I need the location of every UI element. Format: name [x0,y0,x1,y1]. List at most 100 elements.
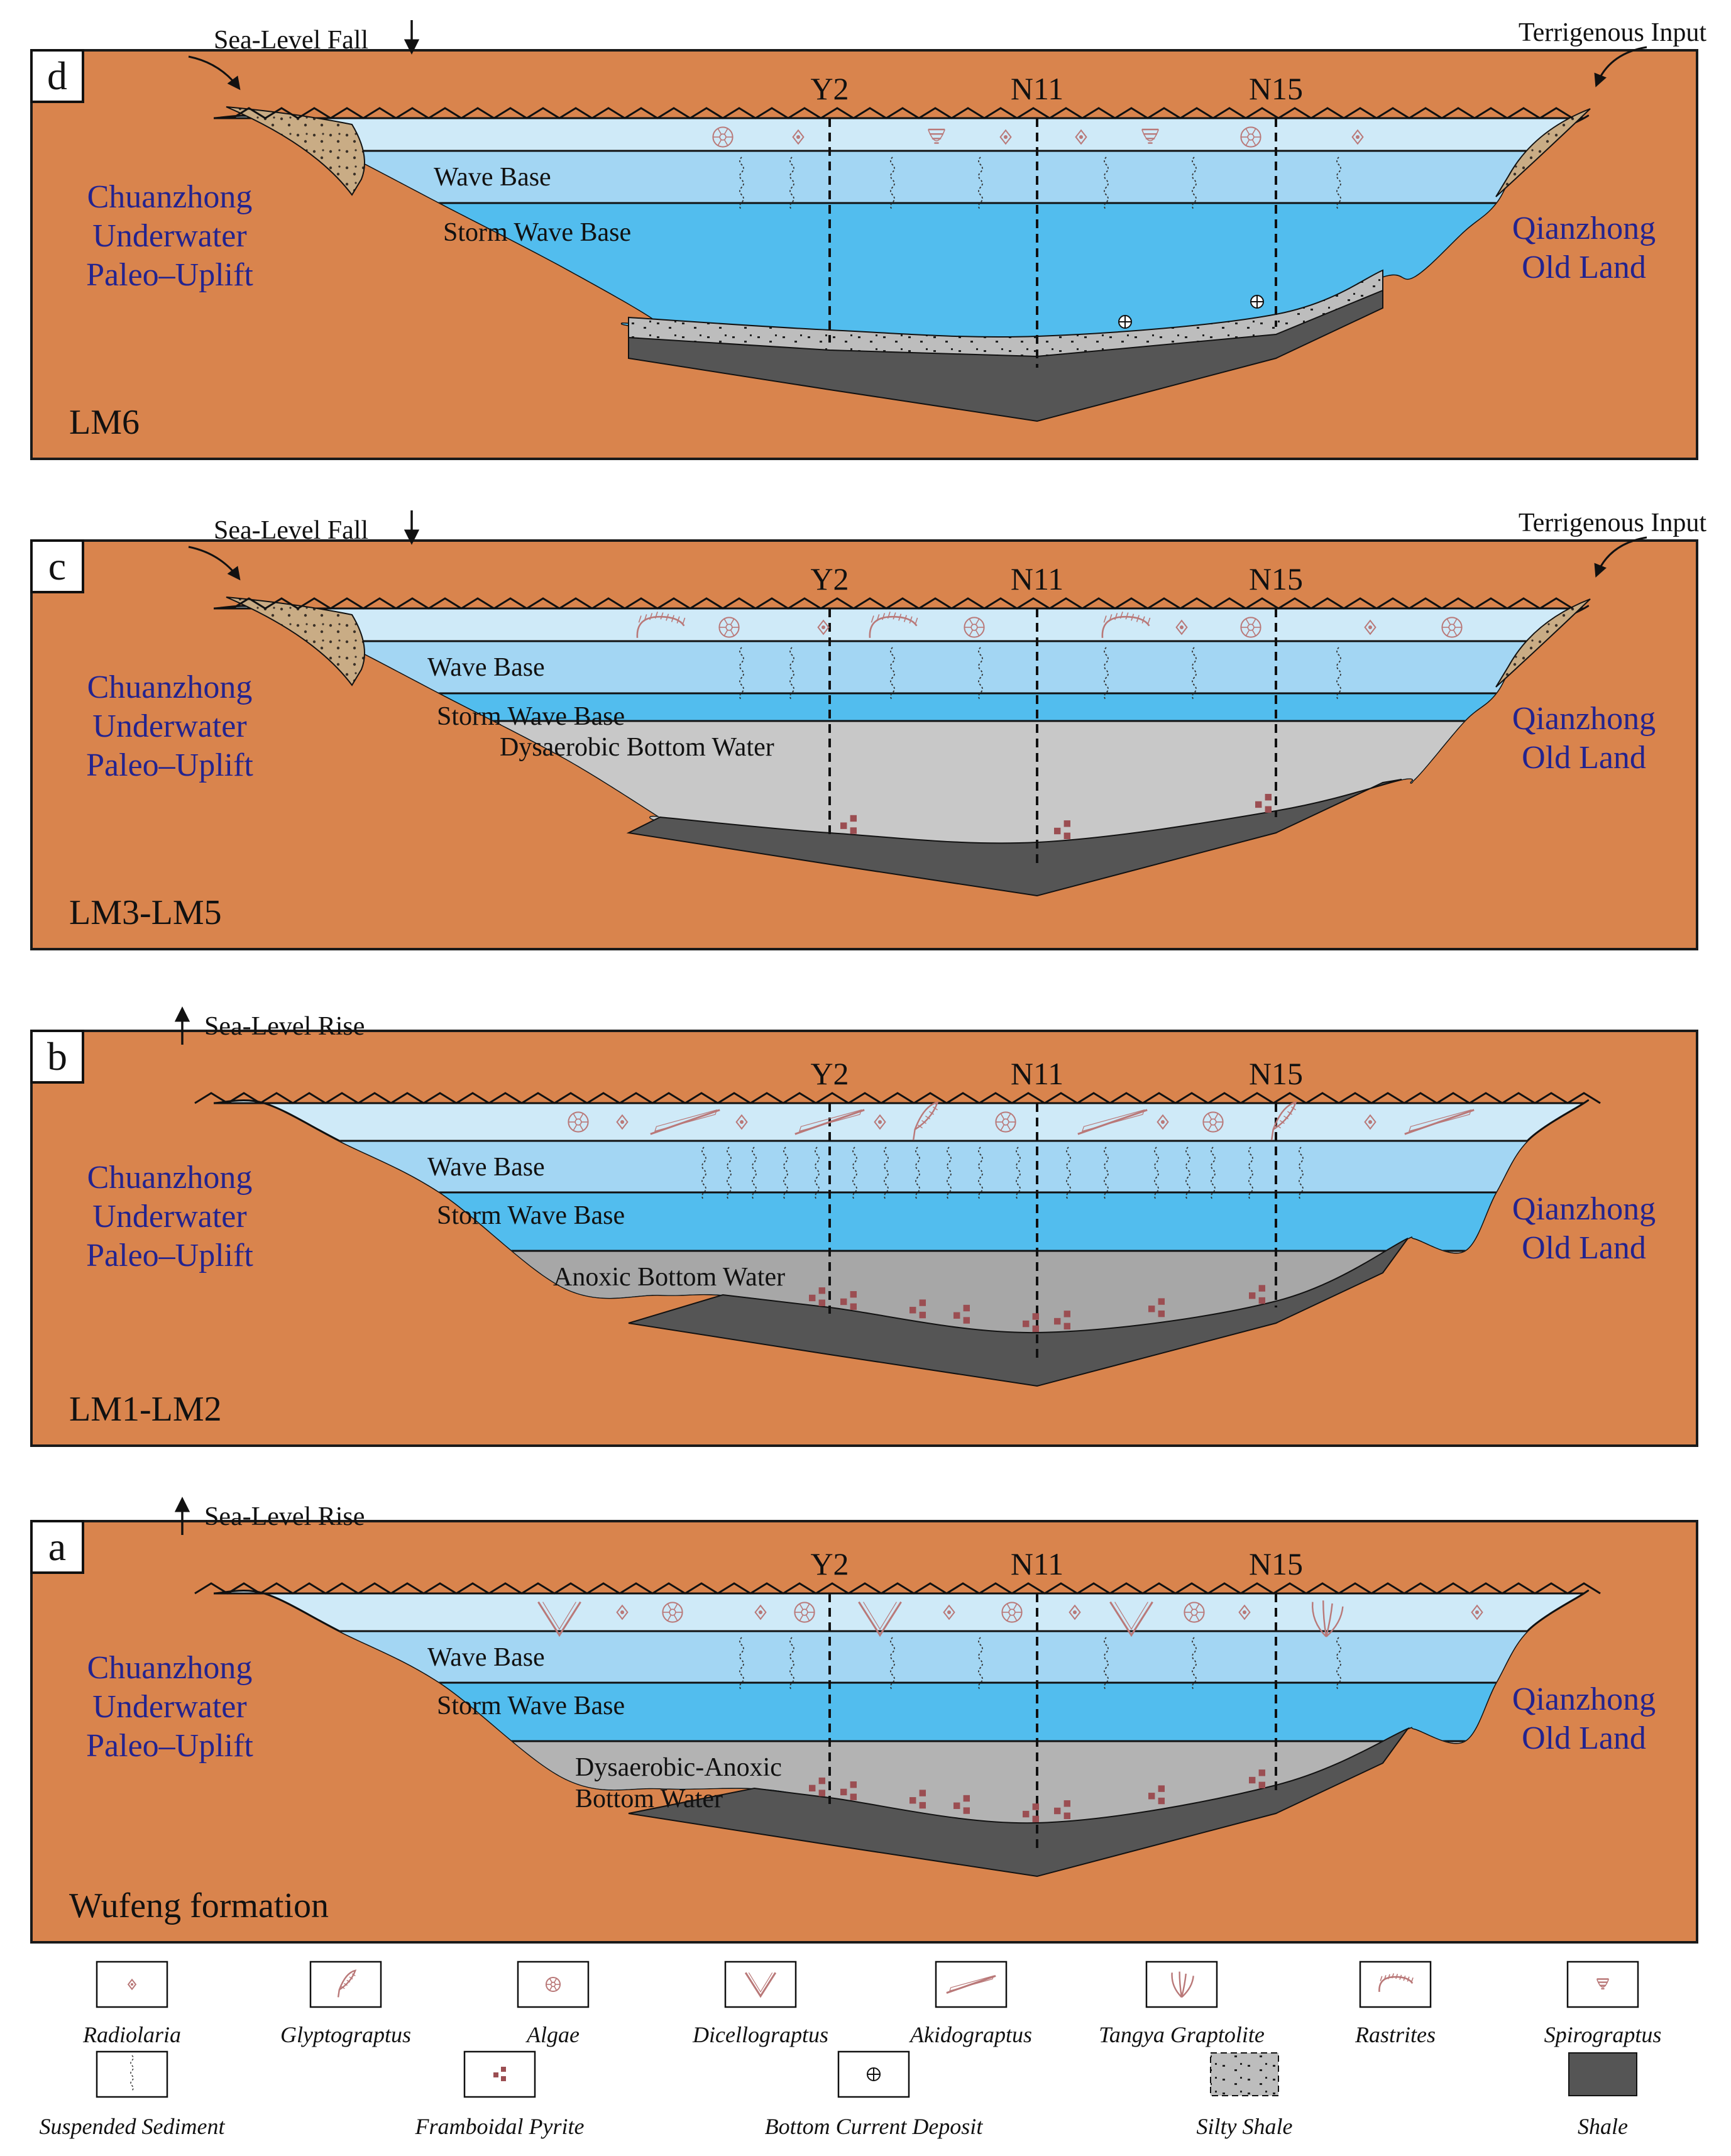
akidograptus-icon [946,1974,996,1994]
terrigenous-input-arrow [1594,536,1647,578]
legend-swatch [309,1961,382,2008]
framboidal-pyrite-icon [909,1299,926,1319]
legend-label: Akidograptus [909,2022,1032,2047]
suspended-sediment [852,1147,857,1201]
framboidal-pyrite-icon [1023,1313,1039,1333]
legend-label: Algae [525,2022,580,2047]
radiolaria-icon [735,1114,748,1130]
suspended-sediment [890,647,895,701]
spirograptus-icon [1141,128,1159,144]
suspended-sediment [1336,1637,1341,1691]
suspended-sediment [978,1147,983,1201]
stage-label: Wufeng formation [69,1886,329,1925]
radiolaria-icon [1075,129,1087,145]
algae-icon [712,126,734,148]
sea-level-label: Sea-Level Rise [204,1012,365,1041]
framboidal-pyrite-icon [1054,1800,1070,1819]
suspended-sediment [978,157,983,211]
shale-icon [1568,2052,1637,2096]
legend-label: Rastrites [1355,2022,1436,2047]
legend-item: Radiolaria [82,1961,181,2047]
right-land-label: Qianzhong [1512,211,1656,246]
suspended-sediment [947,1147,952,1201]
wave-base-label: Wave Base [427,1643,545,1672]
panel-letter: c [48,544,66,588]
stage-label: LM1-LM2 [69,1390,222,1429]
right-land-label: Qianzhong [1512,1191,1656,1227]
framboidal-pyrite-icon [1255,794,1272,813]
dicellograptus-icon [1109,1601,1153,1637]
legend-item: Akidograptus [909,1961,1032,2047]
left-sand-wedge [226,106,365,196]
left-land-label: Underwater [92,1689,246,1725]
sea-surface [194,1582,1601,1595]
wave-zone [214,151,1588,203]
well-label: Y2 [810,1546,849,1581]
well-label: N11 [1011,561,1063,597]
left-land-label: Paleo–Uplift [86,747,253,783]
framboidal-pyrite-icon [1023,1803,1039,1823]
suspended-sediment [739,157,744,211]
bottom-water-label: Dysaerobic-Anoxic [575,1753,782,1782]
shale-layer [626,779,1402,897]
radiolaria-icon [1238,1604,1251,1620]
radiolaria-icon [1351,129,1364,145]
glyptograptus-icon [337,1969,357,1998]
right-land-label: Old Land [1522,1720,1646,1756]
legend-label: Silty Shale [1197,2114,1293,2139]
right-land-label: Old Land [1522,1230,1646,1266]
dicellograptus-icon [744,1972,777,1998]
dicellograptus-icon [537,1601,581,1637]
akidograptus-icon [1077,1109,1148,1135]
radiolaria-icon [1157,1114,1169,1130]
bottom-current-deposit-icon [867,2067,881,2081]
algae-icon [718,617,740,638]
bottom-water-label: Anoxic Bottom Water [553,1263,785,1292]
panel-letter: a [48,1524,66,1569]
akidograptus-icon [650,1109,720,1135]
well-label: Y2 [810,71,849,106]
left-sand-wedge [226,597,365,686]
legend-label: Suspended Sediment [40,2114,226,2139]
radiolaria-icon [1175,619,1188,635]
suspended-sediment [1154,1147,1159,1201]
radiolaria-icon [1364,619,1377,635]
bottom-current-deposit-icon [1118,315,1132,329]
legend-swatch [724,1961,797,2008]
right-land-label: Qianzhong [1512,701,1656,737]
framboidal-pyrite-icon [909,1790,926,1809]
algae-icon [1441,617,1463,638]
algae-icon [1240,126,1261,148]
akidograptus-icon [1404,1109,1475,1135]
suspended-sediment [1104,157,1109,211]
radiolaria-icon [817,619,830,635]
suspended-sediment [783,1147,788,1201]
suspended-sediment [815,1147,820,1201]
legend-item: Tangya Graptolite [1099,1961,1265,2047]
suspended-sediment [752,1147,757,1201]
stage-label: LM6 [69,403,140,442]
radiolaria-icon [1069,1604,1081,1620]
suspended-sediment [789,1637,794,1691]
dicellograptus-icon [858,1601,902,1637]
suspended-sediment [1185,1147,1190,1201]
left-land-label: Chuanzhong [87,669,253,705]
suspended-sediment [789,647,794,701]
panel-letter: b [47,1034,67,1079]
left-input-arrow [188,546,241,581]
legend-item: Spirograptus [1544,1961,1662,2047]
legend-swatch [1359,1961,1432,2008]
algae-icon [964,617,985,638]
akidograptus-icon [794,1109,865,1135]
suspended-sediment [1192,157,1197,211]
suspended-sediment [1336,157,1341,211]
legend-label: Spirograptus [1544,2022,1662,2047]
suspended-sediment [1248,1147,1253,1201]
algae-icon [794,1602,815,1623]
legend-item: Suspended Sediment [40,2050,226,2139]
stage-label: LM3-LM5 [69,893,222,932]
